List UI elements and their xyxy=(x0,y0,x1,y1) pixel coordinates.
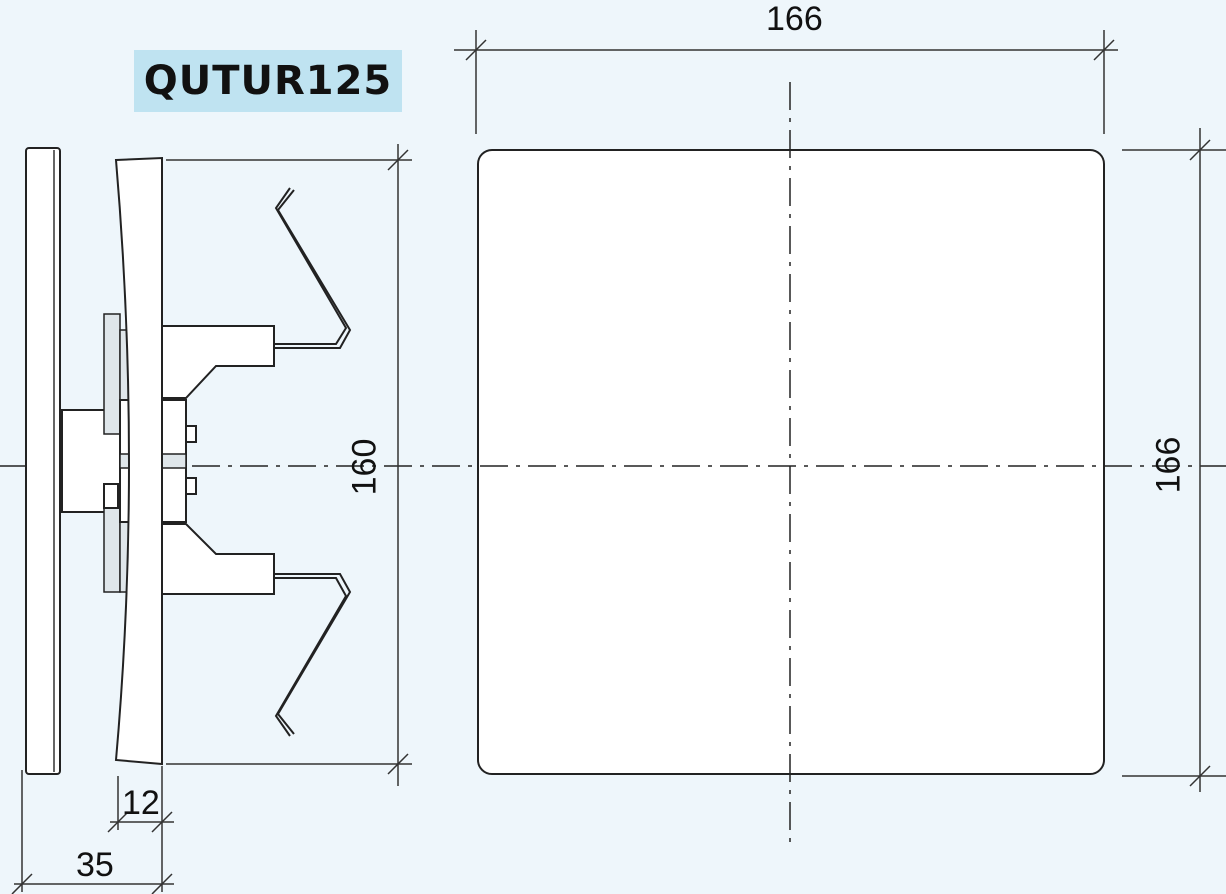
dimension-front-width: 166 xyxy=(766,0,823,38)
dimension-side-depth-total: 35 xyxy=(76,846,114,884)
side-height-dimension xyxy=(166,144,412,786)
front-height-dimension xyxy=(1122,128,1226,792)
dimension-front-height: 166 xyxy=(1149,436,1188,494)
model-label: QUTUR125 xyxy=(134,50,402,112)
lower-bracket xyxy=(161,523,275,595)
upper-spring-clip xyxy=(274,189,352,349)
lower-spring-clip xyxy=(274,573,352,735)
upper-bracket xyxy=(161,325,275,399)
side-depth-dimensions xyxy=(11,766,174,894)
dimension-side-depth-front: 12 xyxy=(122,784,160,822)
front-view xyxy=(0,82,1226,842)
dimension-side-height: 160 xyxy=(345,438,384,496)
side-view xyxy=(25,147,352,775)
front-cover-profile xyxy=(114,156,163,766)
wall-plate xyxy=(25,147,61,775)
front-panel xyxy=(477,149,1105,775)
front-width-dimension xyxy=(454,30,1118,134)
